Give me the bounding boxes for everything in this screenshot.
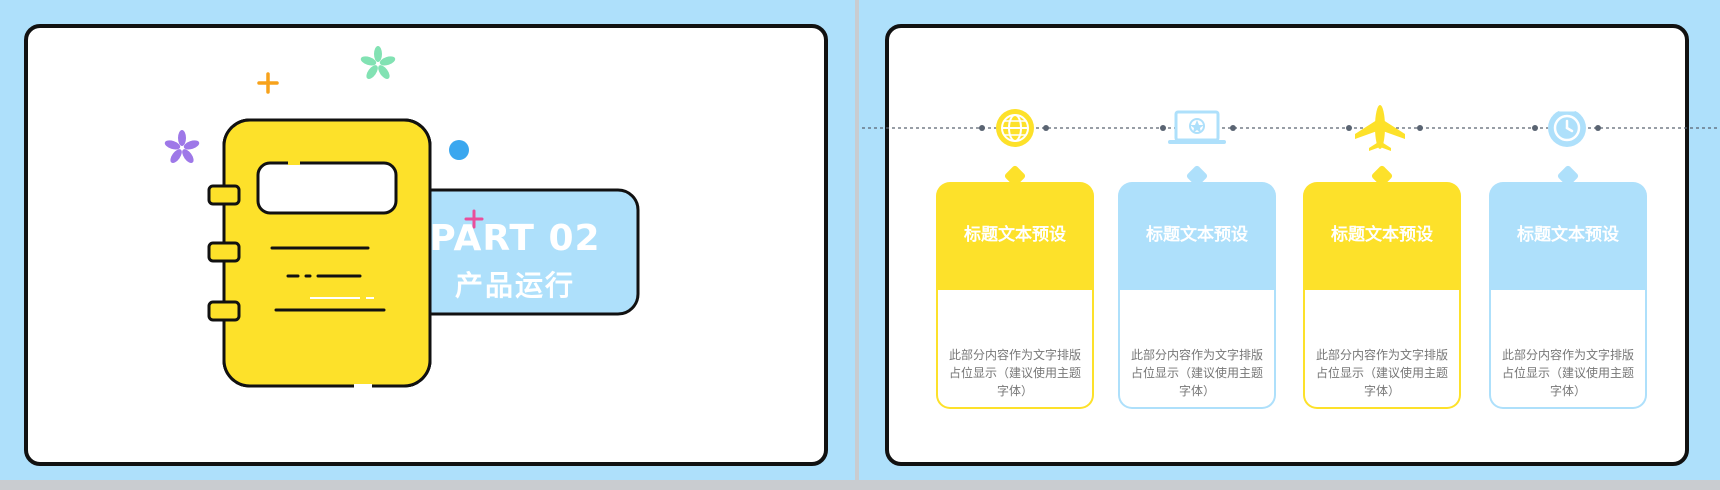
purple-flower-icon <box>164 130 200 163</box>
card-header <box>936 182 1094 292</box>
blue-dot-icon <box>449 140 469 160</box>
card-body <box>936 290 1094 409</box>
laptop-icon <box>1168 110 1226 144</box>
card-header <box>1118 182 1276 292</box>
card-body <box>1489 290 1647 409</box>
card-title: 标题文本预设 <box>1517 225 1619 245</box>
card-title: 标题文本预设 <box>1331 225 1433 245</box>
card-header <box>1489 182 1647 292</box>
card-description: 此部分内容作为文字排版占位显示（建议使用主题字体） <box>1315 348 1448 398</box>
globe-icon <box>996 109 1034 147</box>
notebook-illustration <box>164 46 640 388</box>
magenta-plus-icon <box>464 209 484 229</box>
card-title: 标题文本预设 <box>1146 225 1248 245</box>
timeline-card[interactable]: 标题文本预设 此部分内容作为文字排版占位显示（建议使用主题字体） <box>1118 164 1276 409</box>
bottom-strip <box>0 480 1720 490</box>
card-body <box>1303 290 1461 409</box>
airplane-icon <box>1355 105 1405 151</box>
card-title: 标题文本预设 <box>964 225 1066 245</box>
clock-icon <box>1548 108 1586 147</box>
card-description: 此部分内容作为文字排版占位显示（建议使用主题字体） <box>948 348 1081 398</box>
timeline <box>862 105 1720 151</box>
orange-plus-icon <box>257 72 279 94</box>
timeline-card[interactable]: 标题文本预设 此部分内容作为文字排版占位显示（建议使用主题字体） <box>936 164 1094 409</box>
timeline-card[interactable]: 标题文本预设 此部分内容作为文字排版占位显示（建议使用主题字体） <box>1489 164 1647 409</box>
slide-divider <box>855 0 859 490</box>
section-title: 产品运行 <box>454 269 575 302</box>
timeline-card[interactable]: 标题文本预设 此部分内容作为文字排版占位显示（建议使用主题字体） <box>1303 164 1461 409</box>
card-description: 此部分内容作为文字排版占位显示（建议使用主题字体） <box>1130 348 1263 398</box>
card-body <box>1118 290 1276 409</box>
card-header <box>1303 182 1461 292</box>
card-description: 此部分内容作为文字排版占位显示（建议使用主题字体） <box>1501 348 1634 398</box>
part-label: PART 02 <box>429 218 601 259</box>
green-flower-icon <box>360 46 396 79</box>
